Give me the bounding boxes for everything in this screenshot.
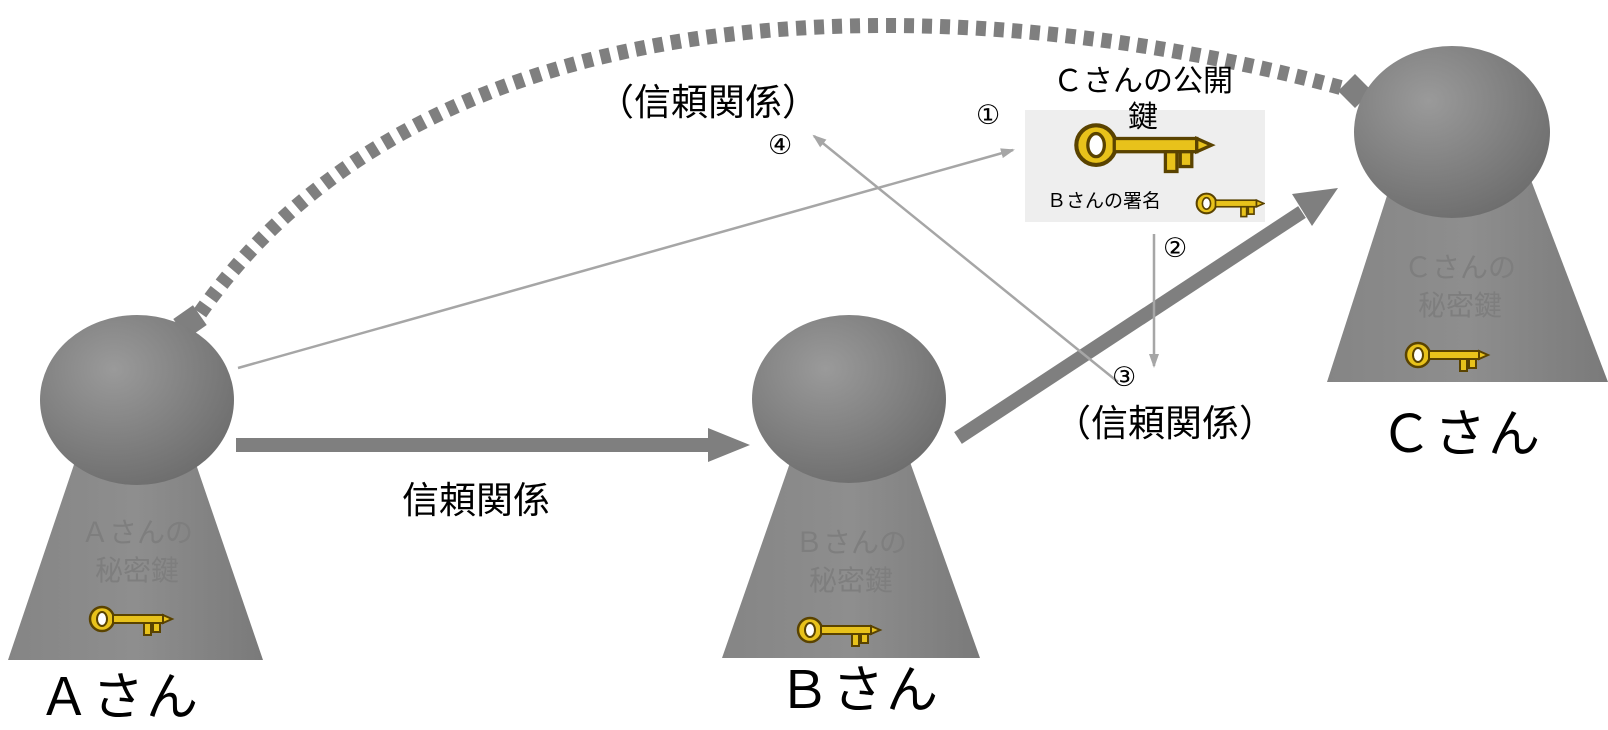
person-c-name: Ｃさん bbox=[1380, 405, 1543, 465]
implied-trust-label-top: （信頼関係） bbox=[597, 81, 819, 124]
step-1-label: ① bbox=[976, 100, 1001, 131]
public-key-card bbox=[1025, 110, 1265, 222]
step-4-arrow bbox=[812, 134, 1119, 383]
person-a-body bbox=[8, 432, 263, 660]
step-4-label: ④ bbox=[768, 130, 793, 161]
trust-arrow-a-b-head bbox=[708, 428, 750, 462]
public-key-title: Ｃさんの公開 鍵 bbox=[1053, 64, 1233, 135]
person-c-key-label: Ｃさんの 秘密鍵 bbox=[1403, 251, 1516, 322]
person-a-head bbox=[40, 315, 234, 485]
trust-label: 信頼関係 bbox=[402, 479, 550, 522]
person-a-name: Ａさん bbox=[38, 668, 201, 728]
person-b-body bbox=[722, 434, 980, 658]
trust-arrow-b-c-head bbox=[1292, 188, 1338, 226]
signature-label: Ｂさんの署名 bbox=[1047, 190, 1162, 212]
person-c-body bbox=[1327, 146, 1608, 382]
implied-trust-curve bbox=[183, 18, 1371, 333]
person-a-key-label: Ａさんの 秘密鍵 bbox=[80, 516, 193, 587]
step-1-arrow bbox=[237, 148, 1015, 370]
step-3-label: ③ bbox=[1112, 362, 1137, 393]
person-b-key-label: Ｂさんの 秘密鍵 bbox=[794, 526, 907, 597]
person-b-name: Ｂさん bbox=[778, 661, 941, 721]
trust-arrow-b-c-shaft bbox=[954, 206, 1306, 444]
step-2-label: ② bbox=[1163, 233, 1188, 264]
implied-trust-label-bottom: （信頼関係） bbox=[1054, 402, 1276, 445]
signature-key-icon bbox=[1195, 192, 1265, 218]
person-b-head bbox=[752, 315, 946, 483]
person-c-head bbox=[1354, 46, 1550, 218]
